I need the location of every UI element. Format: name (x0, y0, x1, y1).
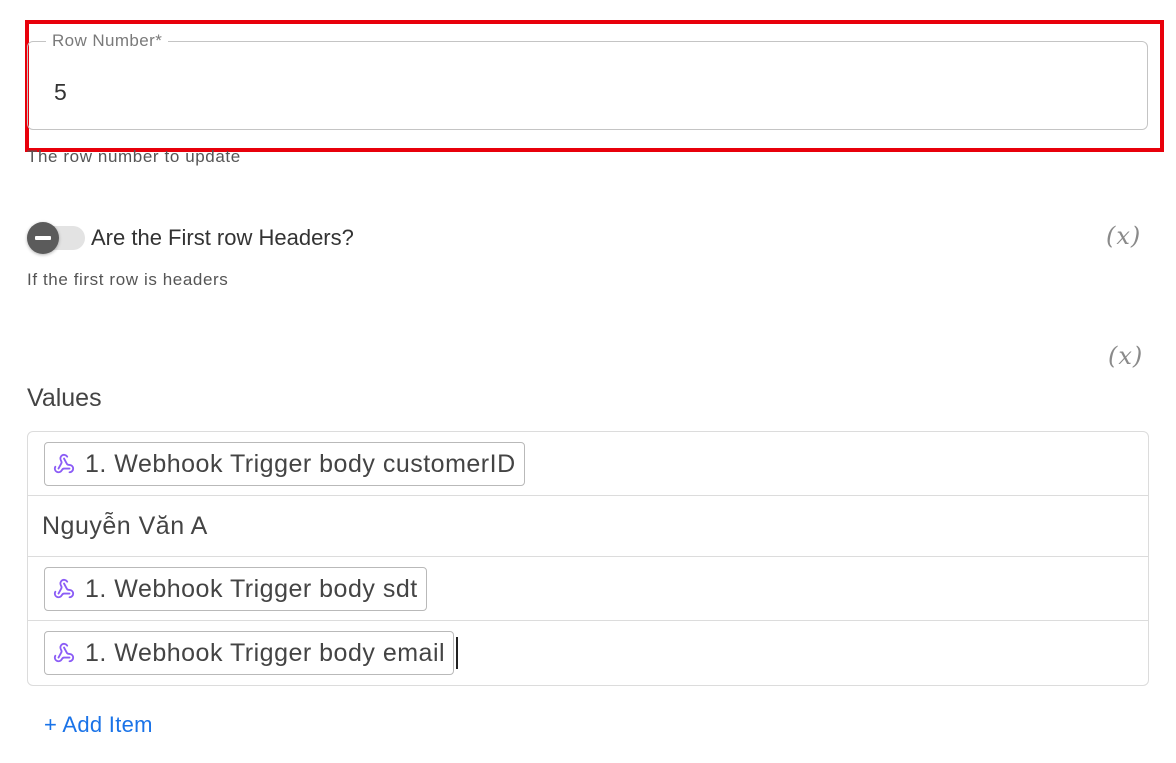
chip-label: 1. Webhook Trigger body customerID (85, 449, 516, 478)
variable-chip[interactable]: 1. Webhook Trigger body email (44, 631, 455, 675)
list-item[interactable]: Nguyễn Văn A (28, 496, 1148, 557)
row-number-helper: The row number to update (27, 147, 241, 166)
webhook-icon (53, 642, 75, 663)
values-title: Values (27, 384, 102, 412)
chip-label: 1. Webhook Trigger body sdt (85, 574, 418, 603)
webhook-icon (53, 453, 75, 473)
minus-icon (35, 236, 51, 240)
add-item-button[interactable]: + Add Item (44, 712, 153, 737)
toggle-knob[interactable] (27, 222, 59, 254)
row-number-input[interactable] (54, 78, 1114, 106)
variable-icon[interactable]: (x) (1106, 222, 1142, 250)
variable-chip[interactable]: 1. Webhook Trigger body customerID (44, 441, 525, 486)
headers-helper: If the first row is headers (27, 270, 229, 289)
list-item[interactable]: 1. Webhook Trigger body email (28, 621, 1148, 685)
row-number-field[interactable]: Row Number* (27, 31, 1148, 130)
list-item[interactable]: 1. Webhook Trigger body customerID (28, 432, 1148, 496)
row-number-label: Row Number* (46, 31, 169, 51)
text-cursor (456, 637, 459, 669)
list-item[interactable]: 1. Webhook Trigger body sdt (28, 557, 1148, 621)
chip-label: 1. Webhook Trigger body email (85, 639, 446, 667)
variable-icon[interactable]: (x) (1108, 342, 1144, 370)
headers-toggle-label: Are the First row Headers? (91, 225, 354, 250)
headers-toggle[interactable] (27, 222, 85, 254)
value-text: Nguyễn Văn A (42, 512, 208, 540)
variable-chip[interactable]: 1. Webhook Trigger body sdt (44, 566, 427, 611)
webhook-icon (53, 578, 75, 598)
headers-toggle-row: Are the First row Headers? (27, 222, 354, 254)
values-list: 1. Webhook Trigger body customerID Nguyễ… (27, 431, 1149, 686)
